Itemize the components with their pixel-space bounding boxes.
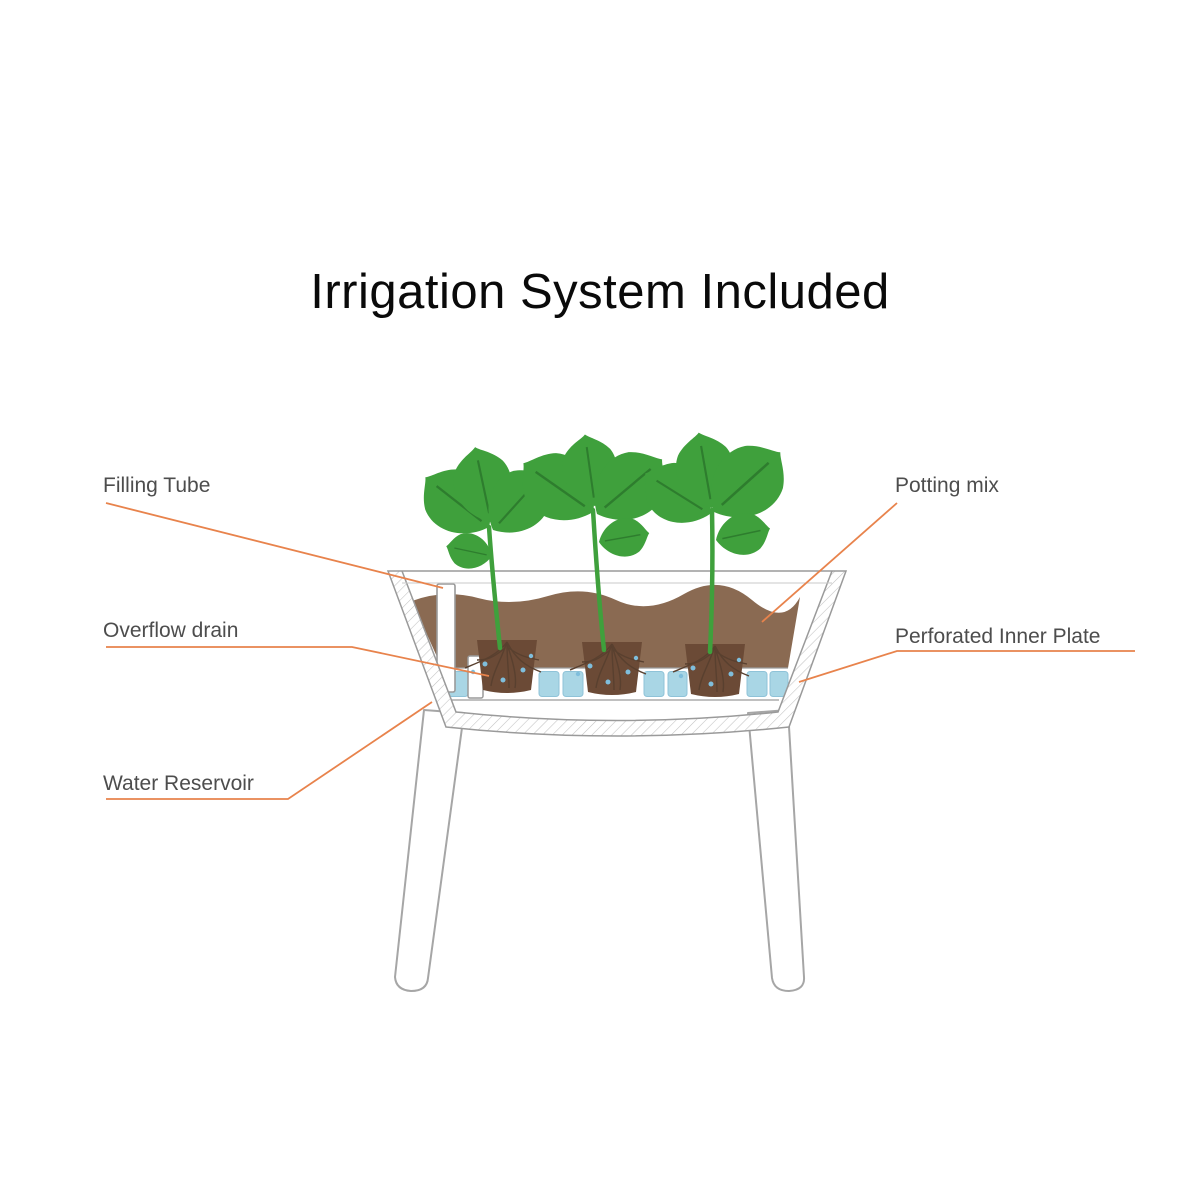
label-overflow-drain: Overflow drain — [103, 619, 239, 642]
leader-lines — [105, 502, 1135, 800]
plant-3-leaves — [628, 425, 805, 562]
label-perforated-inner-plate: Perforated Inner Plate — [895, 625, 1101, 648]
planter-legs — [394, 709, 806, 992]
plant-stems — [486, 507, 715, 655]
leader-water-reservoir — [106, 701, 433, 800]
label-water-reservoir: Water Reservoir — [103, 772, 254, 795]
planter-leg-left — [394, 709, 465, 992]
leader-overflow-drain — [106, 646, 490, 677]
diagram-title: Irrigation System Included — [310, 265, 890, 319]
leader-perforated-plate — [798, 650, 1135, 683]
leader-filling-tube — [105, 502, 444, 589]
leader-potting-mix — [761, 502, 898, 623]
water-pockets — [447, 671, 789, 697]
label-filling-tube: Filling Tube — [103, 474, 211, 497]
label-potting-mix: Potting mix — [895, 474, 999, 497]
plants — [405, 425, 805, 655]
planter-leg-right — [747, 709, 806, 992]
planter-shell — [386, 570, 848, 737]
